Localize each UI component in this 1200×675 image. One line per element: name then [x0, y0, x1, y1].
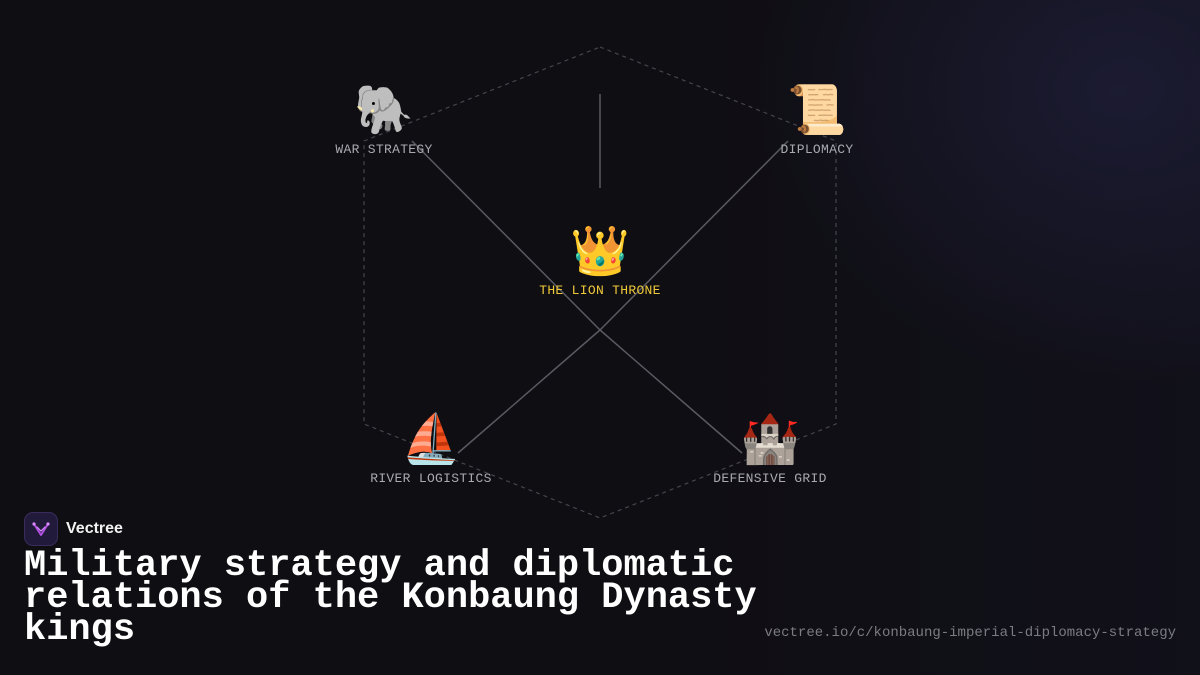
- node-label-diplomacy: DIPLOMACY: [780, 142, 854, 157]
- castle-icon: 🏰: [740, 411, 800, 467]
- connector-river-logistics: [457, 329, 601, 454]
- vectree-logo-icon: [24, 512, 58, 546]
- node-label-lion-throne: THE LION THRONE: [539, 283, 661, 298]
- elephant-icon: 🐘: [354, 82, 414, 138]
- sailboat-icon: ⛵: [401, 411, 461, 467]
- brand[interactable]: Vectree: [24, 512, 123, 546]
- node-diplomacy: 📜 DIPLOMACY: [717, 80, 917, 157]
- page-url[interactable]: vectree.io/c/konbaung-imperial-diplomacy…: [764, 625, 1176, 641]
- node-label-river-logistics: RIVER LOGISTICS: [370, 471, 492, 486]
- node-lion-throne: 👑 THE LION THRONE: [500, 221, 700, 298]
- connector-diplomacy: [599, 140, 789, 331]
- node-label-war-strategy: WAR STRATEGY: [335, 142, 433, 157]
- connector-defensive-grid: [599, 329, 743, 454]
- hexagon-outline: [363, 46, 837, 519]
- node-war-strategy: 🐘 WAR STRATEGY: [284, 80, 484, 157]
- node-defensive-grid: 🏰 DEFENSIVE GRID: [670, 409, 870, 486]
- scroll-icon: 📜: [787, 82, 847, 138]
- node-label-defensive-grid: DEFENSIVE GRID: [713, 471, 827, 486]
- crown-icon: 👑: [570, 223, 630, 279]
- page-title: Military strategy and diplomatic relatio…: [24, 545, 757, 651]
- node-river-logistics: ⛵ RIVER LOGISTICS: [331, 409, 531, 486]
- brand-name: Vectree: [66, 520, 123, 537]
- connector-war-strategy: [411, 140, 601, 331]
